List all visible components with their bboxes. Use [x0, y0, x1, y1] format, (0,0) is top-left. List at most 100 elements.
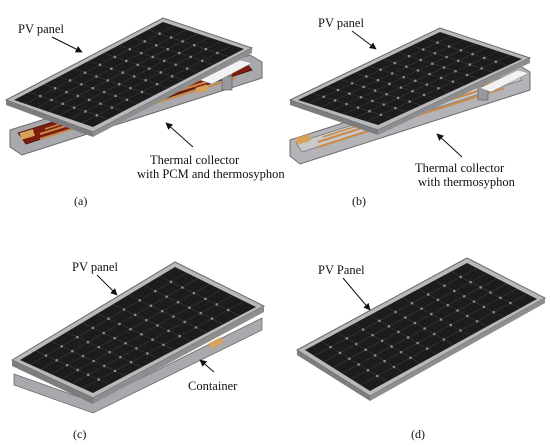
- cell-junction-dot: [199, 311, 203, 315]
- cell-grid-line: [326, 86, 407, 113]
- cell-junction-dot: [162, 343, 165, 347]
- cell-junction-dot: [215, 303, 219, 306]
- cell-junction-dot: [135, 347, 138, 350]
- panel-a: PV panel Thermal collector with PCM and …: [4, 17, 285, 208]
- cell-junction-dot: [428, 72, 431, 76]
- pv-panel-label: PV panel: [318, 16, 364, 30]
- cell-junction-dot: [365, 75, 368, 78]
- cell-junction-dot: [446, 303, 450, 307]
- cell-grid-line: [112, 303, 191, 342]
- pv-frame-edge: [370, 298, 545, 401]
- cell-junction-dot: [65, 90, 68, 94]
- cell-junction-dot: [348, 92, 351, 95]
- cell-grid-line: [73, 68, 154, 97]
- cell-junction-dot: [189, 55, 193, 59]
- cell-junction-dot: [366, 368, 370, 372]
- cell-grid-line: [103, 52, 184, 81]
- pv-label-arrow: [351, 30, 377, 50]
- cell-junction-dot: [151, 55, 155, 59]
- cell-junction-dot: [92, 359, 95, 363]
- pipe-fitting: [195, 84, 209, 94]
- collector-label-line2: with PCM and thermosyphon: [137, 167, 285, 181]
- cell-junction-dot: [166, 47, 170, 51]
- cell-junction-dot: [407, 54, 411, 58]
- pv-frame-edge: [12, 360, 93, 404]
- cell-junction-dot: [472, 300, 476, 303]
- cell-junction-dot: [456, 59, 460, 63]
- cell-junction-dot: [373, 89, 377, 92]
- cell-grid-line: [368, 65, 451, 93]
- cell-junction-dot: [416, 69, 420, 72]
- cell-junction-dot: [509, 301, 512, 305]
- cell-junction-dot: [99, 102, 102, 105]
- pv-panel-label: PV panel: [72, 260, 118, 274]
- cell-junction-dot: [402, 75, 406, 79]
- cell-junction-dot: [136, 63, 140, 67]
- cell-junction-dot: [416, 341, 419, 345]
- cell-junction-dot: [110, 67, 113, 71]
- cell-junction-dot: [413, 321, 417, 325]
- pv-cell-area: [20, 267, 256, 393]
- cell-junction-dot: [361, 328, 365, 331]
- cell-junction-dot: [439, 76, 443, 80]
- cell-junction-dot: [162, 59, 166, 63]
- panel-caption-c: (c): [73, 427, 86, 441]
- cell-junction-dot: [72, 106, 76, 109]
- cell-junction-dot: [436, 298, 440, 302]
- cell-grid-line: [383, 58, 465, 86]
- cell-junction-dot: [454, 69, 457, 73]
- collector-label-arrow: [436, 133, 463, 158]
- cell-grid-line: [128, 294, 208, 334]
- cell-junction-dot: [345, 337, 349, 340]
- cell-junction-dot: [181, 40, 185, 43]
- cell-junction-dot: [113, 55, 117, 59]
- cell-junction-dot: [144, 78, 147, 82]
- pv-panel-label: PV Panel: [318, 263, 365, 277]
- cell-junction-dot: [204, 47, 208, 51]
- pv-frame-edge: [93, 48, 252, 137]
- cell-junction-dot: [192, 291, 196, 295]
- cell-junction-dot: [84, 110, 87, 113]
- cell-junction-dot: [146, 352, 149, 355]
- cell-junction-dot: [459, 48, 463, 52]
- cell-junction-dot: [442, 66, 446, 69]
- cell-junction-dot: [50, 98, 53, 102]
- cell-grid-line: [369, 314, 437, 355]
- panel-caption-b: (b): [352, 194, 366, 208]
- cell-junction-dot: [397, 330, 400, 334]
- cell-junction-dot: [95, 114, 99, 117]
- cell-junction-dot: [149, 304, 153, 308]
- cell-junction-dot: [371, 99, 374, 103]
- cell-junction-dot: [403, 316, 407, 319]
- cell-junction-dot: [430, 62, 434, 66]
- cell-junction-dot: [55, 359, 58, 362]
- pv-frame-edge: [93, 306, 264, 404]
- cell-junction-dot: [459, 275, 463, 279]
- cell-grid-line: [418, 288, 488, 327]
- cell-junction-dot: [399, 350, 403, 354]
- cell-junction-dot: [176, 300, 180, 304]
- cell-junction-dot: [462, 294, 466, 298]
- pv-panel: [10, 261, 266, 404]
- pipe-fitting: [19, 129, 35, 140]
- cell-junction-dot: [143, 40, 147, 43]
- cell-junction-dot: [379, 113, 383, 117]
- cell-junction-dot: [423, 327, 426, 330]
- cell-grid-line: [148, 29, 229, 58]
- cell-grid-line: [340, 79, 422, 106]
- cell-junction-dot: [390, 345, 393, 348]
- cell-junction-dot: [459, 329, 462, 332]
- cell-junction-dot: [114, 94, 117, 98]
- cell-junction-dot: [338, 351, 342, 355]
- cell-junction-dot: [393, 61, 397, 65]
- cell-junction-dot: [388, 82, 391, 86]
- cell-grid-line: [312, 92, 393, 119]
- cell-junction-dot: [174, 63, 178, 66]
- cell-junction-dot: [411, 89, 414, 93]
- cell-junction-dot: [482, 305, 486, 309]
- cell-grid-line: [88, 60, 169, 89]
- cell-junction-dot: [480, 67, 483, 70]
- cell-junction-dot: [118, 322, 121, 326]
- pv-panel: [296, 257, 547, 401]
- cell-grid-line: [159, 276, 240, 316]
